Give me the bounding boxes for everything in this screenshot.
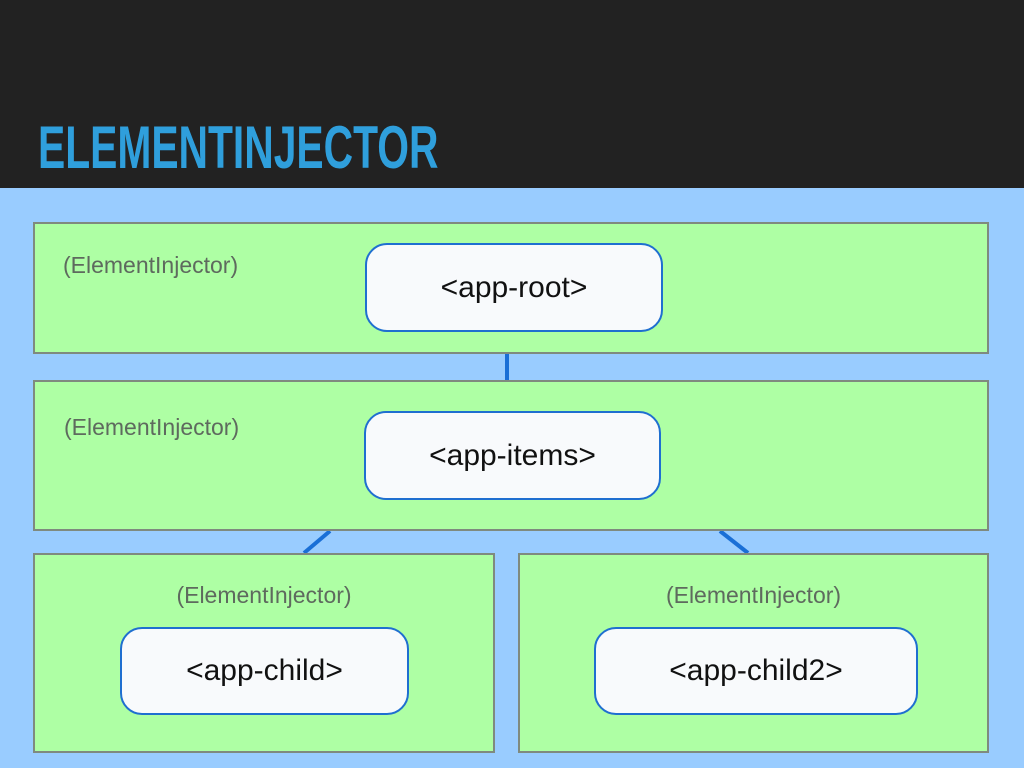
slide-title: ELEMENTINJECTOR (38, 114, 439, 181)
injector-box-child: (ElementInjector) (33, 553, 495, 753)
injector-label: (ElementInjector) (63, 252, 239, 278)
slide-header: ELEMENTINJECTOR (0, 0, 1024, 188)
component-app-items: <app-items> (364, 411, 661, 500)
edge-items-child2 (718, 529, 750, 555)
component-app-child: <app-child> (120, 627, 409, 715)
edge-items-child (302, 529, 332, 555)
injector-label: (ElementInjector) (176, 582, 352, 608)
component-app-root: <app-root> (365, 243, 663, 332)
component-app-child2: <app-child2> (594, 627, 918, 715)
injector-label: (ElementInjector) (665, 582, 842, 608)
injector-label: (ElementInjector) (64, 414, 240, 440)
